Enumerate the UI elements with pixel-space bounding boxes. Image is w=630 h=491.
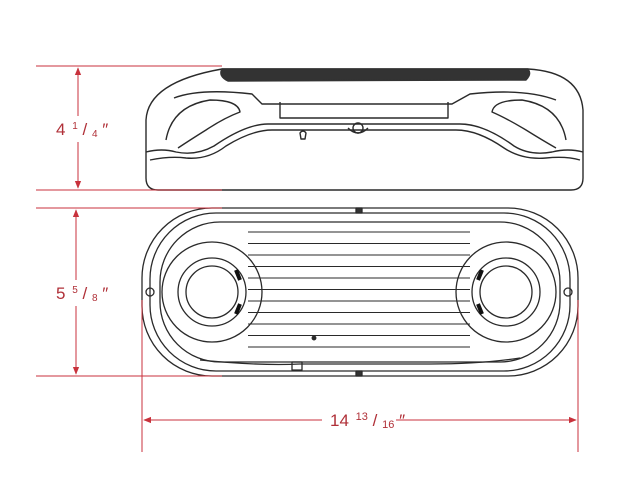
depth-label-bg — [48, 280, 110, 306]
top-view-right-cup-clip-top — [476, 269, 484, 281]
depth-whole: 5 — [56, 284, 65, 303]
width-label-bg — [322, 408, 396, 432]
height-fraction-slash: / — [83, 120, 88, 139]
top-view-back-clip — [355, 370, 363, 377]
top-view-right-cup-ring — [471, 257, 541, 327]
front-view-outline — [145, 68, 584, 191]
front-view-inner-recess — [173, 91, 557, 105]
depth-fraction-slash: / — [83, 284, 88, 303]
width-whole: 14 — [330, 411, 349, 430]
width-unit: ″ — [399, 411, 405, 430]
top-view-right-cup-outer — [455, 241, 557, 343]
depth-numerator: 5 — [72, 285, 78, 296]
front-view-top-strip — [220, 68, 531, 82]
top-view-left-cup-clip-top — [234, 269, 242, 281]
width-numerator: 13 — [356, 411, 368, 423]
width-dimension-label: 14 13 / 16 ″ — [330, 405, 405, 432]
top-view-left-cup-ring — [177, 257, 247, 327]
top-view-outer-rim — [141, 207, 579, 377]
height-numerator: 1 — [72, 121, 78, 132]
top-view-left-cup-outer — [161, 241, 263, 343]
front-view-right-bucket — [491, 99, 567, 149]
top-view-front-clip — [355, 207, 363, 214]
top-view-center-mark — [311, 335, 317, 341]
height-dimension-label: 4 1 / 4 ″ — [56, 114, 108, 141]
dimension-lines — [36, 65, 579, 452]
front-view-lower-lip — [145, 123, 584, 154]
top-view-right-cup-clip-bottom — [476, 303, 484, 315]
height-whole: 4 — [56, 120, 65, 139]
height-label-bg — [48, 116, 110, 142]
front-view-keyhole — [299, 130, 307, 140]
top-view-left-cup-clip-bottom — [234, 303, 242, 315]
height-denominator: 4 — [92, 129, 98, 140]
width-fraction-slash: / — [373, 411, 378, 430]
top-view-hinge-left — [145, 287, 155, 297]
front-view — [145, 68, 584, 191]
front-view-center-recess — [279, 102, 449, 119]
top-view-tray-edge — [159, 221, 561, 363]
front-view-lower-lip-inner — [149, 129, 581, 161]
depth-unit: ″ — [102, 284, 108, 303]
top-view — [141, 207, 579, 377]
depth-denominator: 8 — [92, 293, 98, 304]
height-unit: ″ — [102, 120, 108, 139]
width-denominator: 16 — [382, 419, 394, 431]
top-view-ribs — [248, 231, 470, 348]
depth-dimension-label: 5 5 / 8 ″ — [56, 278, 108, 305]
front-view-left-bucket — [165, 99, 241, 149]
top-view-left-cup-hole — [185, 265, 239, 319]
top-view-right-cup-hole — [479, 265, 533, 319]
top-view-front-latch — [291, 361, 303, 371]
top-view-front-trim — [199, 357, 521, 366]
front-view-latch-arc — [347, 127, 369, 134]
top-view-hinge-right — [563, 287, 573, 297]
